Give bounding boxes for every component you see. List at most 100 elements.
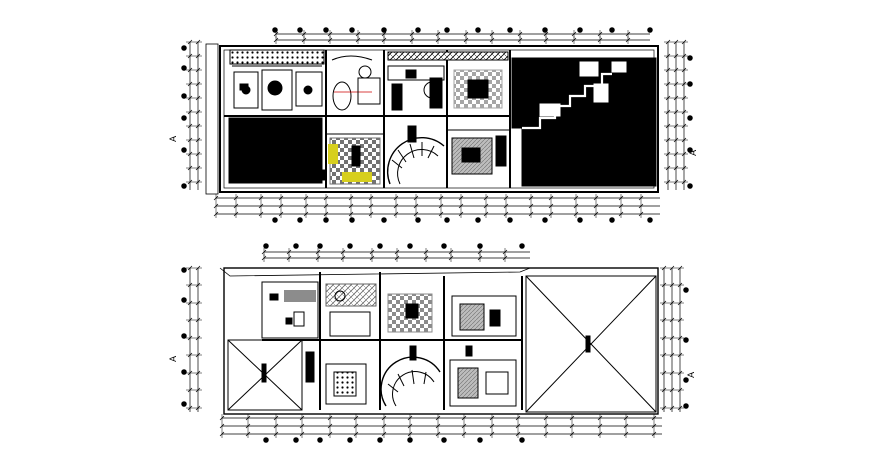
grid-bubble (407, 437, 413, 443)
grid-bubble (181, 183, 187, 189)
grid-bubble (609, 27, 615, 33)
grid-bubble (347, 243, 353, 249)
grid-bubble (609, 217, 615, 223)
upper-living-furniture (232, 65, 323, 111)
lower-outer-wall (223, 267, 659, 415)
lower-bedroom-1 (387, 293, 433, 333)
grid-bubble (263, 243, 269, 249)
grid-bubble (181, 147, 187, 153)
grid-bubble (687, 115, 693, 121)
upper-left-boundary (205, 43, 219, 195)
lower-open-area-right (525, 275, 657, 413)
grid-bubble (377, 243, 383, 249)
grid-bubble (441, 437, 447, 443)
grid-bubble (181, 333, 187, 339)
grid-bubble (687, 183, 693, 189)
upper-hatch-strip (387, 51, 509, 61)
grid-bubble (181, 297, 187, 303)
grid-bubble (381, 217, 387, 223)
grid-bubble (577, 217, 583, 223)
grid-bubble (181, 369, 187, 375)
lower-living (305, 351, 367, 405)
grid-bubble (687, 55, 693, 61)
grid-bubble (349, 27, 355, 33)
lower-section-mark-left: A (169, 355, 179, 362)
upper-dark-courtyard-left (228, 117, 323, 184)
grid-bubble (415, 27, 421, 33)
grid-bubble (444, 27, 450, 33)
grid-bubble (683, 377, 689, 383)
grid-bubble (272, 217, 278, 223)
grid-bubble (181, 115, 187, 121)
upper-dark-courtyard-right (511, 57, 657, 187)
grid-bubble (377, 437, 383, 443)
grid-bubble (293, 437, 299, 443)
grid-bubble (263, 437, 269, 443)
grid-bubble (323, 27, 329, 33)
grid-bubble (683, 337, 689, 343)
grid-bubble (181, 267, 187, 273)
grid-bubble (441, 243, 447, 249)
upper-bedroom (451, 135, 507, 175)
grid-bubble (349, 217, 355, 223)
grid-bubble (415, 217, 421, 223)
grid-bubble (181, 45, 187, 51)
grid-bubble (475, 217, 481, 223)
grid-bubble (507, 27, 513, 33)
grid-bubble (407, 243, 413, 249)
grid-bubble (507, 217, 513, 223)
lower-section-mark-right: A (687, 371, 697, 378)
lower-open-area-left (227, 339, 303, 411)
grid-bubble (323, 217, 329, 223)
upper-white-box-4 (611, 61, 627, 73)
grid-bubble (317, 243, 323, 249)
grid-bubble (683, 403, 689, 409)
lower-dimension-lines (181, 243, 689, 443)
upper-white-box-1 (579, 61, 599, 77)
upper-bathroom (331, 55, 381, 111)
grid-bubble (347, 437, 353, 443)
grid-bubble (519, 437, 525, 443)
grid-bubble (181, 401, 187, 407)
grid-bubble (577, 27, 583, 33)
upper-dimension-lines (181, 27, 693, 223)
grid-bubble (687, 81, 693, 87)
grid-bubble (477, 437, 483, 443)
grid-bubble (519, 243, 525, 249)
upper-planter-strip (229, 49, 325, 65)
grid-bubble (381, 27, 387, 33)
grid-bubble (272, 27, 278, 33)
upper-dining (429, 69, 503, 109)
grid-bubble (542, 217, 548, 223)
lower-spiral-stair (380, 345, 441, 407)
upper-outer-wall (219, 45, 659, 193)
lower-plan (219, 267, 659, 415)
grid-bubble (297, 217, 303, 223)
grid-bubble (181, 65, 187, 71)
lower-office (261, 281, 319, 339)
upper-white-box-2 (593, 83, 609, 103)
lower-roof-line (219, 267, 531, 277)
grid-bubble (297, 27, 303, 33)
grid-bubble (542, 27, 548, 33)
grid-bubble (293, 243, 299, 249)
upper-white-box-3 (539, 103, 561, 117)
upper-foyer (328, 137, 381, 185)
grid-bubble (687, 147, 693, 153)
upper-spiral-stair (387, 125, 445, 185)
lower-service (449, 345, 517, 407)
grid-bubble (477, 243, 483, 249)
grid-bubble (475, 27, 481, 33)
grid-bubble (647, 27, 653, 33)
lower-bedroom-2 (451, 295, 517, 337)
grid-bubble (181, 93, 187, 99)
upper-section-mark-left: A (169, 135, 179, 142)
lower-bathroom (325, 283, 377, 337)
grid-bubble (444, 217, 450, 223)
upper-plan (205, 43, 659, 195)
grid-bubble (647, 217, 653, 223)
grid-bubble (317, 437, 323, 443)
upper-section-mark-right: A (689, 149, 699, 156)
